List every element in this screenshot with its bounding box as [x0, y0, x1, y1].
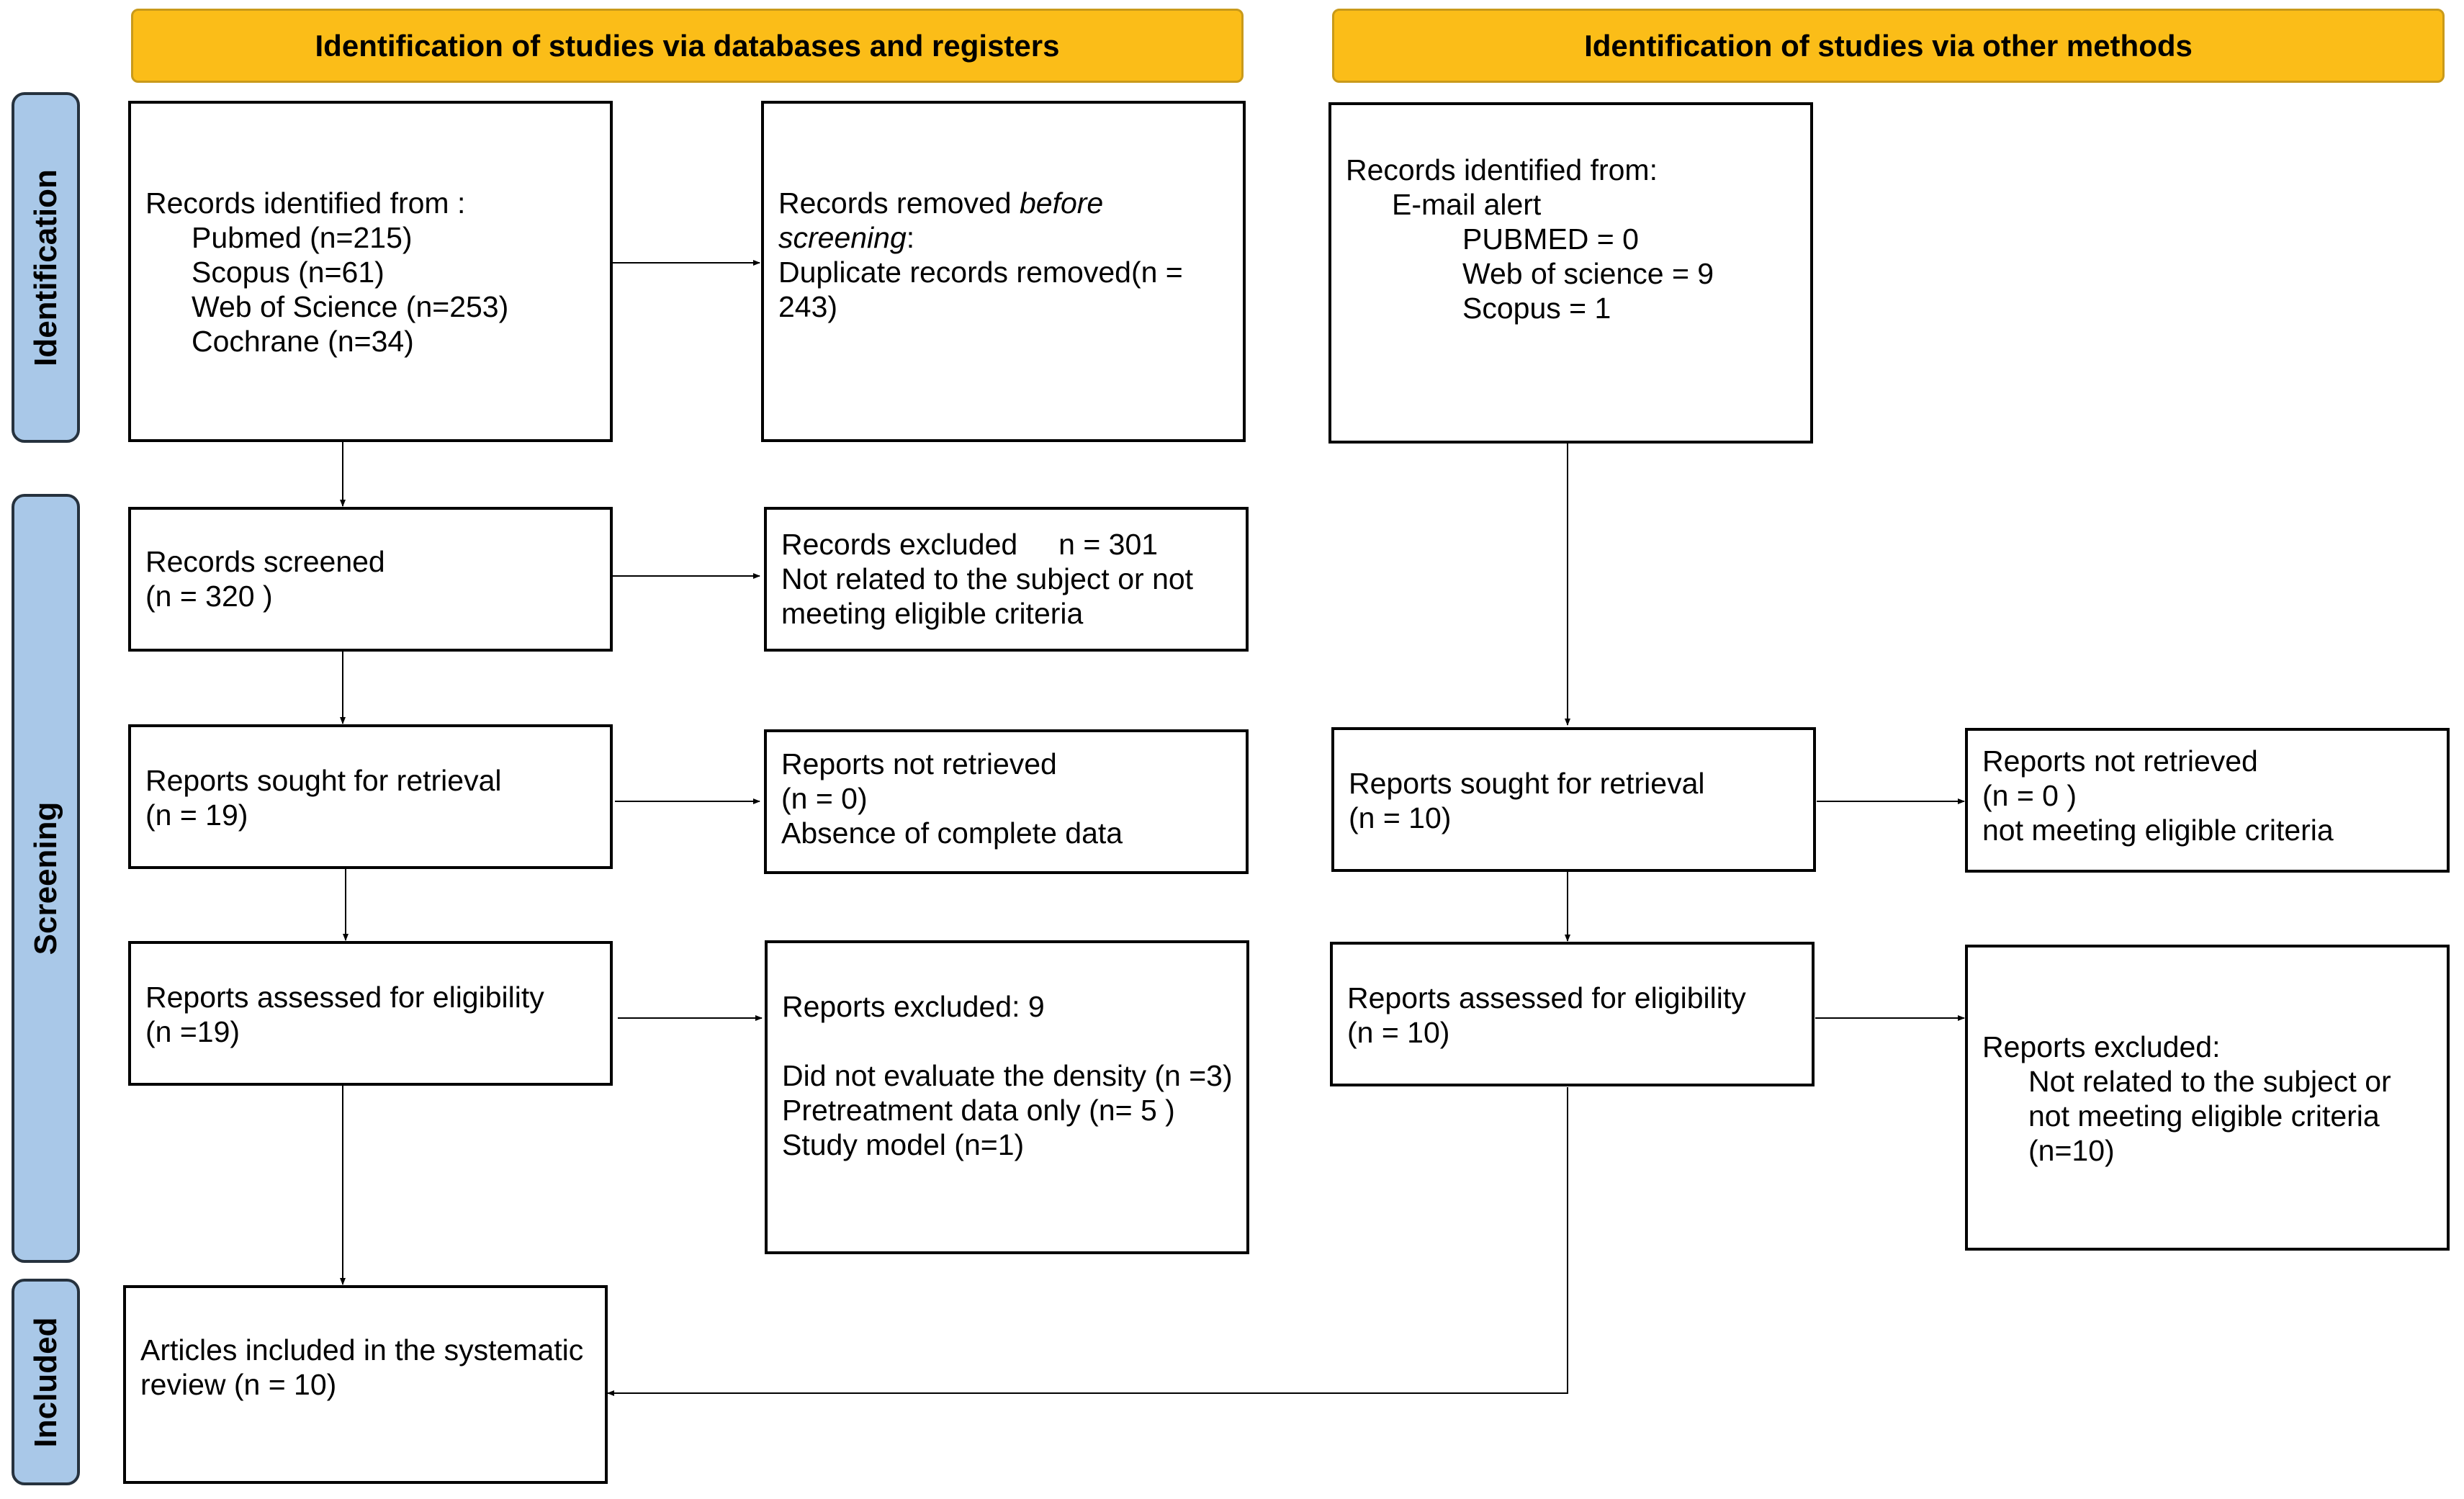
- source-scopus: Scopus (n=61): [192, 256, 385, 289]
- other-assessed-line-2: (n = 10): [1347, 1016, 1450, 1049]
- not-retrieved-line-1: Reports not retrieved: [781, 747, 1057, 780]
- header-databases: Identification of studies via databases …: [131, 9, 1244, 83]
- reason-density: Did not evaluate the density (n =3): [782, 1059, 1233, 1092]
- other-not-retrieved-line-2: (n = 0 ): [1982, 779, 2077, 812]
- box-reports-sought: Reports sought for retrieval (n = 19): [128, 724, 613, 869]
- removed-line-1: Records removed before: [778, 186, 1104, 220]
- box-records-removed: Records removed before screening: Duplic…: [761, 101, 1246, 442]
- not-retrieved-line-2: (n = 0): [781, 782, 868, 815]
- box-other-reports-sought: Reports sought for retrieval (n = 10): [1331, 727, 1816, 872]
- screened-line-2: (n = 320 ): [145, 580, 273, 613]
- phase-screening: Screening: [12, 494, 80, 1263]
- other-reports-excluded-title: Reports excluded:: [1982, 1030, 2221, 1063]
- assessed-line-2: (n =19): [145, 1015, 240, 1048]
- other-assessed-line-1: Reports assessed for eligibility: [1347, 981, 1746, 1014]
- excluded-line-2: Not related to the subject or not: [781, 562, 1194, 595]
- other-source-web-of-science: Web of science = 9: [1462, 257, 1714, 290]
- arrow-right-to-included: [607, 1087, 1568, 1396]
- phase-identification: Identification: [12, 92, 80, 443]
- header-other-methods: Identification of studies via other meth…: [1332, 9, 2445, 83]
- other-sought-line-2: (n = 10): [1349, 801, 1452, 834]
- box-records-screened: Records screened (n = 320 ): [128, 507, 613, 652]
- box-other-reports-excluded: Reports excluded: Not related to the sub…: [1965, 945, 2450, 1251]
- reason-study-model: Study model (n=1): [782, 1128, 1025, 1161]
- box-records-identified: Records identified from : Pubmed (n=215)…: [128, 101, 613, 442]
- source-pubmed: Pubmed (n=215): [192, 221, 413, 254]
- screened-line-1: Records screened: [145, 545, 385, 578]
- other-source-pubmed: PUBMED = 0: [1462, 222, 1639, 256]
- other-reason-3: (n=10): [2028, 1134, 2115, 1167]
- other-sought-line-1: Reports sought for retrieval: [1349, 767, 1705, 800]
- other-reason-1: Not related to the subject or: [2028, 1065, 2391, 1098]
- reason-pretreatment: Pretreatment data only (n= 5 ): [782, 1094, 1175, 1127]
- sought-line-1: Reports sought for retrieval: [145, 764, 502, 797]
- box-records-excluded: Records excluded n = 301 Not related to …: [764, 507, 1249, 652]
- box-other-not-retrieved: Reports not retrieved (n = 0 ) not meeti…: [1965, 728, 2450, 873]
- box-reports-excluded: Reports excluded: 9 Did not evaluate the…: [765, 940, 1249, 1254]
- box-articles-included: Articles included in the systematic revi…: [123, 1285, 608, 1484]
- other-source-scopus: Scopus = 1: [1462, 292, 1611, 325]
- other-reason-2: not meeting eligible criteria: [2028, 1099, 2380, 1133]
- records-identified-title: Records identified from :: [145, 186, 466, 220]
- phase-included: Included: [12, 1279, 80, 1485]
- removed-line-4: 243): [778, 290, 838, 323]
- header-other-text: Identification of studies via other meth…: [1584, 28, 2193, 63]
- other-identified-subtitle: E-mail alert: [1392, 188, 1542, 221]
- other-identified-title: Records identified from:: [1346, 153, 1658, 186]
- not-retrieved-line-3: Absence of complete data: [781, 816, 1123, 850]
- removed-line-2: screening:: [778, 221, 915, 254]
- excluded-line-1: Records excluded n = 301: [781, 528, 1159, 561]
- box-reports-assessed: Reports assessed for eligibility (n =19): [128, 941, 613, 1086]
- included-line-2: review (n = 10): [140, 1368, 337, 1401]
- box-reports-not-retrieved: Reports not retrieved (n = 0) Absence of…: [764, 729, 1249, 874]
- source-web-of-science: Web of Science (n=253): [192, 290, 509, 323]
- removed-line-3: Duplicate records removed(n =: [778, 256, 1183, 289]
- included-line-1: Articles included in the systematic: [140, 1333, 584, 1367]
- source-cochrane: Cochrane (n=34): [192, 325, 414, 358]
- header-databases-text: Identification of studies via databases …: [315, 28, 1060, 63]
- other-not-retrieved-line-1: Reports not retrieved: [1982, 744, 2258, 778]
- reports-excluded-title: Reports excluded: 9: [782, 990, 1045, 1023]
- sought-line-2: (n = 19): [145, 798, 248, 832]
- box-other-reports-assessed: Reports assessed for eligibility (n = 10…: [1330, 942, 1815, 1086]
- box-other-records-identified: Records identified from: E-mail alert PU…: [1328, 102, 1813, 444]
- assessed-line-1: Reports assessed for eligibility: [145, 981, 544, 1014]
- other-not-retrieved-line-3: not meeting eligible criteria: [1982, 814, 2334, 847]
- excluded-line-3: meeting eligible criteria: [781, 597, 1084, 630]
